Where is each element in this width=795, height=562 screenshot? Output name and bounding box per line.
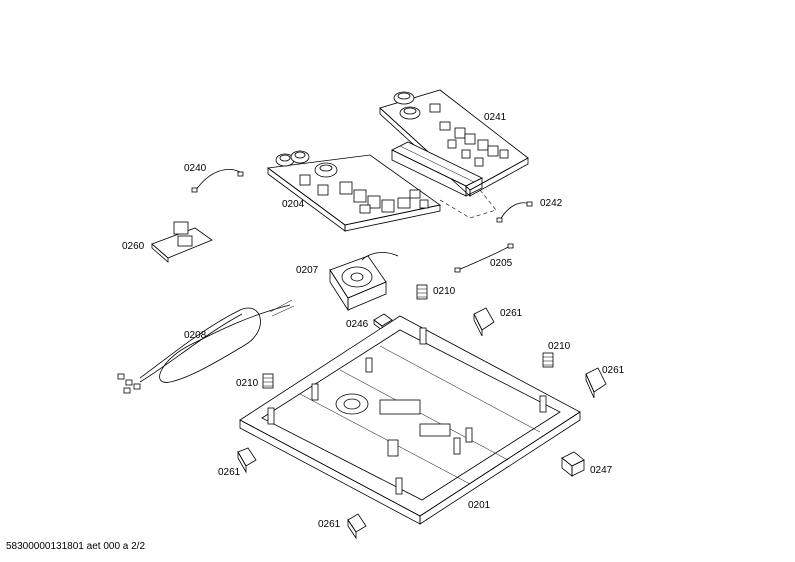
label-0246: 0246 xyxy=(346,319,369,330)
fan-0207 xyxy=(329,252,399,312)
spring-0210-c xyxy=(262,373,274,389)
document-reference: 58300000131801 aet 000 a 2/2 xyxy=(6,541,146,552)
base-housing-0201 xyxy=(239,315,581,525)
label-0240: 0240 xyxy=(184,163,207,174)
cable-0242 xyxy=(496,201,533,223)
small-board-0260 xyxy=(151,221,213,263)
cable-0205 xyxy=(454,243,514,273)
cable-0240 xyxy=(191,169,244,193)
bracket-0261-c xyxy=(237,447,257,474)
label-0247: 0247 xyxy=(590,465,613,476)
label-0207: 0207 xyxy=(296,265,319,276)
label-0260: 0260 xyxy=(122,241,145,252)
block-0247 xyxy=(561,451,585,477)
label-0241: 0241 xyxy=(484,112,507,123)
label-0208: 0208 xyxy=(184,330,207,341)
label-0261-a: 0261 xyxy=(500,308,523,319)
cable-harness-0208 xyxy=(117,299,295,394)
label-0261-d: 0261 xyxy=(318,519,341,530)
label-0204: 0204 xyxy=(282,199,305,210)
circuit-board-0204 xyxy=(266,150,441,232)
label-0210-a: 0210 xyxy=(433,286,456,297)
spring-0210-b xyxy=(542,352,554,368)
label-0261-b: 0261 xyxy=(602,365,625,376)
label-0261-c: 0261 xyxy=(218,467,241,478)
label-0201: 0201 xyxy=(468,500,491,511)
bracket-0261-b xyxy=(585,367,607,399)
heatsink-bar xyxy=(391,141,483,197)
label-0210-b: 0210 xyxy=(548,341,571,352)
circuit-board-0241 xyxy=(379,89,529,197)
label-0205: 0205 xyxy=(490,258,513,269)
spring-0210-a xyxy=(416,284,428,300)
label-0242: 0242 xyxy=(540,198,563,209)
label-0210-c: 0210 xyxy=(236,378,259,389)
bracket-0261-d xyxy=(347,513,367,540)
bracket-0261-a xyxy=(473,307,495,337)
